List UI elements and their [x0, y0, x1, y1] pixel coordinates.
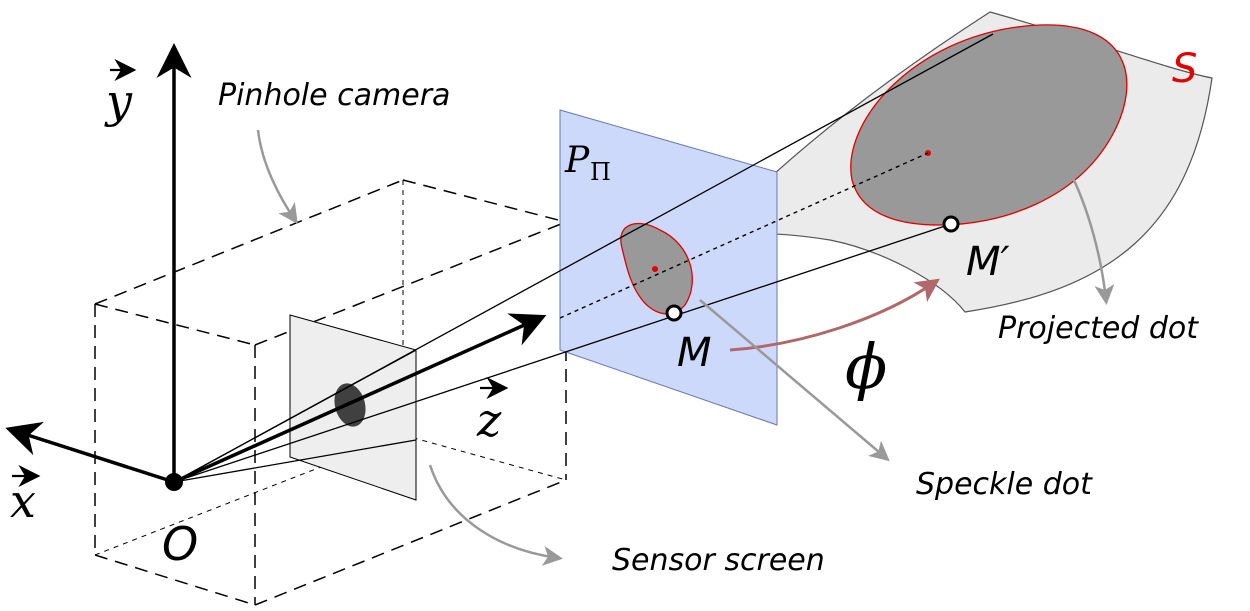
point-m [665, 304, 683, 322]
speckle-callout-arrow [699, 299, 890, 462]
point-m-label: M [677, 330, 712, 376]
x-axis-label-group: x [10, 465, 41, 528]
speckle-dot-center [652, 266, 658, 272]
pinhole-callout-arrow [256, 129, 298, 225]
plane-label-subscript: Π [590, 158, 611, 186]
phi-label: ϕ [845, 330, 887, 403]
callout-arrows [256, 129, 1115, 566]
projected-dot-shape [850, 24, 1128, 226]
y-axis-label-group: y [104, 59, 137, 128]
z-axis-label: z [476, 393, 502, 447]
projected-dot-label: Projected dot [998, 311, 1199, 346]
projected-callout-arrow [1066, 167, 1115, 305]
sensor-screen-label: Sensor screen [612, 543, 825, 578]
optical-axis-dotted [559, 152, 929, 319]
point-m-prime-label: M′ [966, 239, 1010, 285]
point-m-prime [942, 215, 960, 233]
origin-point [165, 473, 183, 491]
pinhole-camera-label: Pinhole camera [218, 78, 450, 113]
z-axis-label-group: z [476, 377, 509, 447]
x-axis-label: x [10, 474, 36, 528]
speckle-dot-label: Speckle dot [916, 467, 1093, 502]
z-axis [173, 313, 547, 484]
plane-label-main: P [564, 140, 590, 181]
plane-label: P Π [564, 140, 611, 186]
projection-rays [173, 33, 994, 483]
origin-label: O [162, 517, 198, 571]
x-axis [5, 421, 175, 484]
sensor-callout-arrow [428, 464, 563, 566]
y-axis-label: y [104, 74, 133, 128]
surface-label: S [1172, 46, 1197, 92]
